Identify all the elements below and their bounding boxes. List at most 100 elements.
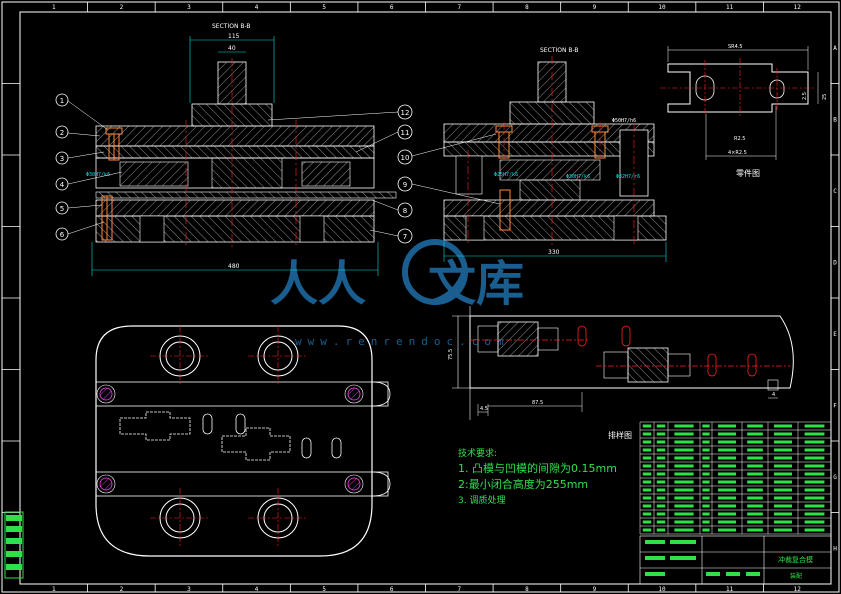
svg-text:5: 5 bbox=[60, 205, 64, 213]
watermark-url: www.renrendoc.com bbox=[295, 335, 510, 348]
grid-number: 12 bbox=[794, 586, 802, 593]
bom-cell bbox=[718, 448, 736, 452]
bom-cell bbox=[804, 424, 825, 428]
bom-cell bbox=[702, 528, 710, 532]
grid-letter: E bbox=[833, 331, 837, 338]
bom-cell bbox=[642, 464, 652, 468]
bom-cell bbox=[674, 456, 694, 460]
grid-letter: F bbox=[833, 402, 837, 409]
bom-cell bbox=[674, 496, 694, 500]
bom-cell bbox=[774, 424, 792, 428]
bom-cell bbox=[656, 464, 666, 468]
grid-number: 7 bbox=[457, 586, 461, 593]
bom-cell bbox=[656, 472, 666, 476]
bom-cell bbox=[642, 528, 652, 532]
balloon-9: 9 bbox=[397, 176, 413, 192]
grid-number: 1 bbox=[52, 586, 56, 593]
bom-cell bbox=[747, 464, 763, 468]
bom-cell bbox=[656, 448, 666, 452]
bom-cell bbox=[718, 432, 736, 436]
watermark-text-1: 人人 bbox=[270, 256, 366, 312]
grid-number: 4 bbox=[255, 4, 259, 11]
bom-cell bbox=[674, 424, 694, 428]
part-dim-right1: 2.5 bbox=[802, 92, 808, 100]
svg-text:1: 1 bbox=[60, 97, 64, 105]
balloons-right: 10 9 bbox=[397, 149, 413, 192]
bom-cell bbox=[804, 440, 825, 444]
bom-cell bbox=[747, 448, 763, 452]
grid-number: 2 bbox=[120, 586, 124, 593]
bom-cell bbox=[747, 528, 763, 532]
bom-cell bbox=[674, 528, 694, 532]
left-edge-tags bbox=[4, 511, 24, 579]
drawing-name: 冲裁复合模 bbox=[778, 555, 813, 564]
watermark-text-2: 文库 bbox=[428, 256, 524, 312]
bom-cell bbox=[804, 512, 825, 516]
bom-cell bbox=[747, 472, 763, 476]
bom-cell bbox=[718, 488, 736, 492]
bom-cell bbox=[674, 432, 694, 436]
bom-cell bbox=[718, 464, 736, 468]
part-dim-bottom1: R2.5 bbox=[734, 136, 745, 142]
tech-req-line3: 3. 调质处理 bbox=[458, 494, 505, 506]
bom-cell bbox=[656, 528, 666, 532]
bom-cell bbox=[656, 488, 666, 492]
bom-cell bbox=[718, 456, 736, 460]
bom-cell bbox=[774, 512, 792, 516]
part-dim-top: SR4.5 bbox=[728, 44, 743, 50]
grid-number: 2 bbox=[120, 4, 124, 11]
bom-cell bbox=[702, 520, 710, 524]
bom-cell bbox=[747, 512, 763, 516]
bom-cell bbox=[718, 520, 736, 524]
bom-cell bbox=[642, 512, 652, 516]
bom-cell bbox=[747, 440, 763, 444]
grid-number: 8 bbox=[525, 586, 529, 593]
fit-r3: Φ32H7/r6 bbox=[616, 174, 640, 180]
svg-text:9: 9 bbox=[403, 181, 407, 189]
bom-cell bbox=[804, 528, 825, 532]
part-dim-right2: 25 bbox=[822, 94, 828, 100]
svg-text:12: 12 bbox=[401, 109, 410, 117]
bom-cell bbox=[804, 504, 825, 508]
svg-text:3: 3 bbox=[60, 155, 64, 163]
bom-cell bbox=[702, 472, 710, 476]
balloon-11: 11 bbox=[397, 124, 413, 140]
grid-number: 11 bbox=[726, 4, 734, 11]
bom-cell bbox=[747, 488, 763, 492]
bom-cell bbox=[718, 512, 736, 516]
grid-number: 1 bbox=[52, 4, 56, 11]
bom-cell bbox=[774, 504, 792, 508]
bom-cell bbox=[718, 496, 736, 500]
bom-cell bbox=[718, 472, 736, 476]
part-drawing: SR4.5 2.5 25 R2.5 4×R2.5 零件图 bbox=[660, 44, 828, 178]
left-section-title: SECTION B-B bbox=[212, 23, 251, 30]
strip-dim-left: 4.5 bbox=[480, 406, 488, 412]
bom-cell bbox=[674, 464, 694, 468]
bom-cell bbox=[804, 432, 825, 436]
bom-cell bbox=[747, 432, 763, 436]
balloon-12: 12 bbox=[397, 104, 413, 120]
bom-cell bbox=[656, 424, 666, 428]
bom-cell bbox=[804, 480, 825, 484]
bom-cell bbox=[718, 440, 736, 444]
bom-cell bbox=[642, 520, 652, 524]
grid-number: 5 bbox=[322, 586, 326, 593]
bom-title: 排样图 bbox=[608, 430, 632, 440]
bom-cell bbox=[642, 448, 652, 452]
bom-cell bbox=[642, 424, 652, 428]
bom-cell bbox=[702, 448, 710, 452]
bom-cell bbox=[702, 424, 710, 428]
grid-letter: D bbox=[833, 259, 837, 266]
balloon-7: 7 bbox=[397, 228, 413, 244]
balloon-1: 1 bbox=[55, 93, 69, 107]
fit-r1: Φ25H7/k6 bbox=[494, 172, 518, 178]
balloon-8: 8 bbox=[397, 202, 413, 218]
svg-text:2: 2 bbox=[60, 129, 64, 137]
strip-dim-height: 75.5 bbox=[448, 349, 454, 360]
sheet-label: 装配 bbox=[790, 572, 802, 580]
bom-cell bbox=[642, 480, 652, 484]
plan-view bbox=[95, 325, 391, 557]
balloon-10: 10 bbox=[397, 149, 413, 165]
right-section-title: SECTION B-B bbox=[540, 47, 579, 54]
grid-number: 4 bbox=[255, 586, 259, 593]
